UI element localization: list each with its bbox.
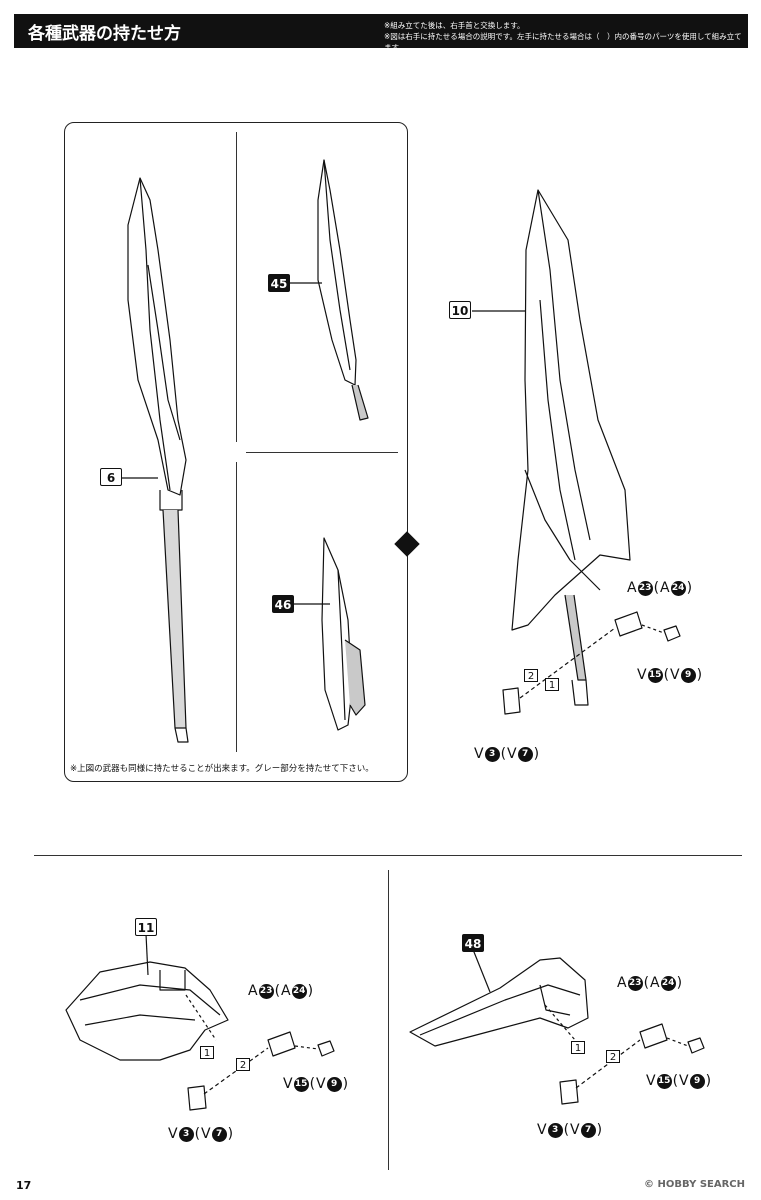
panel-divider-vertical — [236, 132, 238, 442]
weapon-45-illustration — [317, 159, 369, 421]
part-label-10: 10 — [449, 301, 471, 319]
hand-parts-right — [544, 1004, 705, 1105]
hand-parts-top — [502, 611, 681, 715]
panel-divider-vertical-lower — [236, 462, 238, 752]
section-divider — [34, 855, 742, 857]
weapon-10-illustration — [511, 189, 631, 706]
part-label-6: 6 — [100, 468, 122, 486]
part-label-46: 46 — [272, 595, 294, 613]
page-title: 各種武器の持たせ方 — [28, 23, 181, 44]
panel-divider-horizontal — [246, 452, 398, 454]
panel-note: ※上図の武器も同様に持たせることが出来ます。グレー部分を持たせて下さい。 — [70, 764, 374, 774]
hand-parts-left — [185, 994, 335, 1111]
page-number: 17 — [16, 1179, 32, 1192]
weapon-48-illustration — [409, 957, 589, 1047]
step-2-left: 2 — [236, 1058, 250, 1071]
part-label-48: 48 — [462, 934, 484, 952]
header-bar: 各種武器の持たせ方 ※組み立てた後は、右手首と交換します。 ※図は右手に持たせる… — [14, 14, 748, 52]
step-2-right: 2 — [606, 1050, 620, 1063]
note-2: ※図は右手に持たせる場合の説明です。左手に持たせる場合は（ ）内の番号のパーツを… — [384, 32, 742, 52]
step-2-top: 2 — [524, 669, 538, 682]
weapon-46-illustration — [321, 537, 366, 731]
weapon-6-illustration — [127, 177, 189, 743]
weapon-panel-frame — [64, 122, 408, 782]
weapon-11-illustration — [65, 961, 229, 1061]
section-divider-vertical — [388, 870, 390, 1170]
step-1-top: 1 — [545, 678, 559, 691]
part-label-11: 11 — [135, 918, 157, 936]
note-1: ※組み立てた後は、右手首と交換します。 — [384, 21, 525, 30]
step-1-left: 1 — [200, 1046, 214, 1059]
part-label-45: 45 — [268, 274, 290, 292]
header-notes: ※組み立てた後は、右手首と交換します。 ※図は右手に持たせる場合の説明です。左手… — [384, 20, 748, 53]
step-1-right: 1 — [571, 1041, 585, 1054]
watermark: © HOBBY SEARCH — [644, 1179, 745, 1190]
